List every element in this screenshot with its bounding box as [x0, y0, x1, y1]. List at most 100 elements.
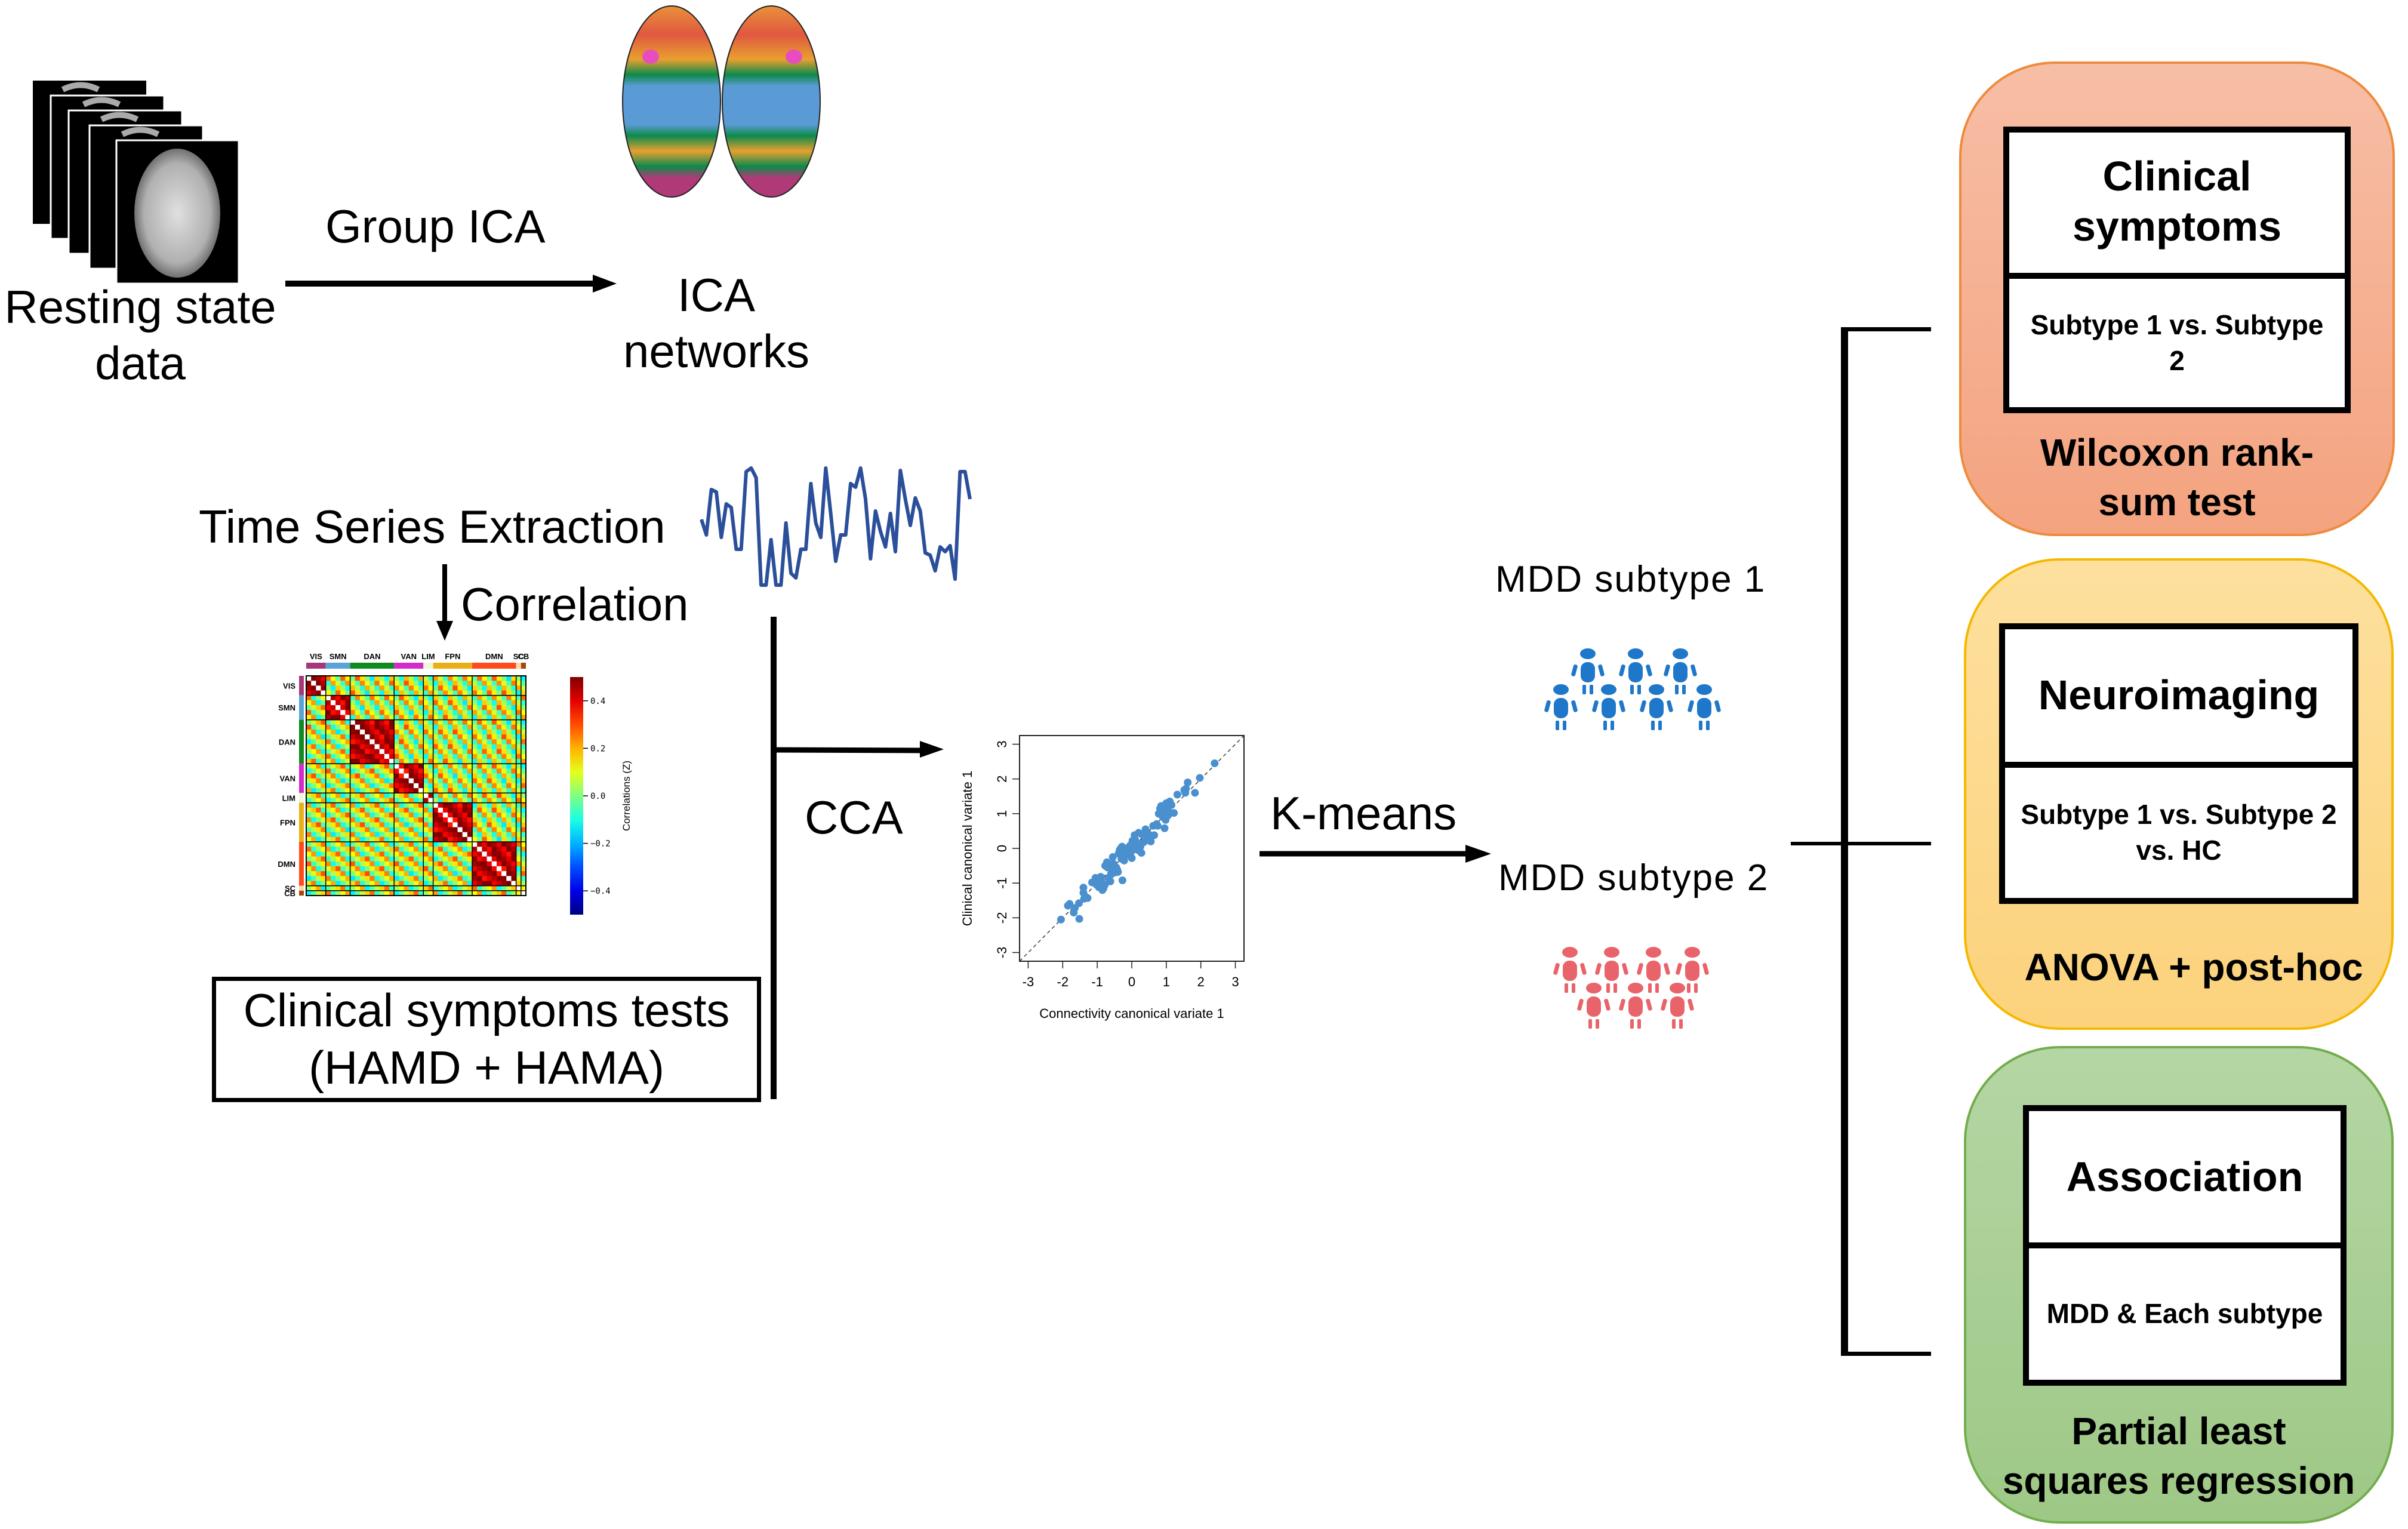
- matrix-cell: [321, 890, 327, 896]
- matrix-cell: [457, 705, 463, 710]
- matrix-cell: [418, 681, 424, 686]
- matrix-cell: [423, 700, 429, 706]
- matrix-cell: [369, 856, 375, 862]
- matrix-cell: [330, 759, 336, 764]
- matrix-cell: [340, 827, 346, 833]
- matrix-cell: [359, 705, 365, 710]
- matrix-cell: [491, 885, 497, 891]
- matrix-cell: [486, 871, 492, 876]
- matrix-cell: [433, 724, 439, 730]
- matrix-cell: [448, 890, 453, 896]
- matrix-cell: [506, 817, 512, 823]
- matrix-cell: [399, 881, 405, 887]
- matrix-cell: [321, 885, 327, 891]
- matrix-cell: [491, 793, 497, 798]
- matrix-cell: [491, 783, 497, 789]
- matrix-cell: [486, 729, 492, 735]
- matrix-cell: [486, 876, 492, 881]
- matrix-cell: [506, 842, 512, 847]
- matrix-cell: [452, 676, 458, 681]
- matrix-cell: [316, 685, 322, 691]
- matrix-cell: [472, 778, 478, 784]
- matrix-cell: [306, 881, 312, 887]
- matrix-cell: [389, 724, 395, 730]
- matrix-cell: [389, 715, 395, 721]
- matrix-cell: [359, 764, 365, 769]
- matrix-cell: [516, 783, 522, 789]
- matrix-cell: [472, 685, 478, 691]
- matrix-cell: [438, 759, 444, 764]
- matrix-cell: [306, 856, 312, 862]
- matrix-cell: [316, 676, 322, 681]
- matrix-cell: [491, 690, 497, 696]
- matrix-cell: [438, 812, 444, 818]
- matrix-cell: [311, 690, 316, 696]
- matrix-cell: [457, 719, 463, 725]
- matrix-cell: [516, 749, 522, 755]
- matrix-cell: [408, 856, 414, 862]
- matrix-cell: [374, 798, 380, 804]
- matrix-cell: [340, 788, 346, 793]
- matrix-cell: [428, 836, 434, 842]
- matrix-cell: [321, 783, 327, 789]
- matrix-cell: [511, 753, 517, 759]
- matrix-cell: [511, 866, 517, 872]
- matrix-cell: [399, 807, 405, 813]
- matrix-cell: [486, 866, 492, 872]
- matrix-cell: [359, 793, 365, 798]
- matrix-cell: [418, 822, 424, 828]
- network-bar-top: [472, 663, 516, 669]
- subtype-2-people-icon: [1540, 940, 1749, 1042]
- matrix-cell: [428, 861, 434, 867]
- matrix-cell: [501, 827, 507, 833]
- matrix-cell: [404, 861, 409, 867]
- matrix-cell: [369, 871, 375, 876]
- matrix-cell: [496, 676, 502, 681]
- matrix-cell: [428, 759, 434, 764]
- matrix-cell: [521, 861, 526, 867]
- matrix-cell: [335, 700, 341, 706]
- matrix-cell: [335, 676, 341, 681]
- matrix-cell: [491, 764, 497, 769]
- matrix-cell: [306, 773, 312, 779]
- matrix-cell: [408, 807, 414, 813]
- matrix-cell: [316, 788, 322, 793]
- matrix-cell: [442, 866, 448, 872]
- matrix-cell: [486, 822, 492, 828]
- matrix-cell: [306, 681, 312, 686]
- matrix-cell: [472, 807, 478, 813]
- matrix-cell: [457, 832, 463, 838]
- matrix-cell: [486, 734, 492, 740]
- matrix-cell: [384, 793, 390, 798]
- matrix-cell: [311, 817, 316, 823]
- matrix-cell: [472, 822, 478, 828]
- timeseries-plot: [695, 457, 976, 594]
- matrix-cell: [521, 812, 526, 818]
- matrix-cell: [448, 700, 453, 706]
- matrix-cell: [408, 749, 414, 755]
- matrix-cell: [486, 802, 492, 808]
- matrix-cell: [408, 885, 414, 891]
- matrix-cell: [374, 753, 380, 759]
- matrix-cell: [325, 676, 331, 681]
- matrix-cell: [457, 866, 463, 872]
- network-label-top: DMN: [485, 652, 503, 661]
- matrix-cell: [389, 788, 395, 793]
- matrix-cell: [521, 866, 526, 872]
- matrix-cell: [365, 676, 370, 681]
- matrix-cell: [457, 764, 463, 769]
- matrix-cell: [365, 719, 370, 725]
- matrix-cell: [340, 759, 346, 764]
- matrix-cell: [399, 798, 405, 804]
- matrix-cell: [462, 676, 468, 681]
- matrix-cell: [413, 793, 419, 798]
- matrix-cell: [399, 729, 405, 735]
- matrix-cell: [438, 749, 444, 755]
- matrix-cell: [428, 705, 434, 710]
- matrix-cell: [423, 710, 429, 715]
- matrix-cell: [404, 739, 409, 744]
- matrix-cell: [506, 861, 512, 867]
- matrix-cell: [369, 788, 375, 793]
- matrix-cell: [433, 749, 439, 755]
- network-bar-top: [423, 663, 433, 669]
